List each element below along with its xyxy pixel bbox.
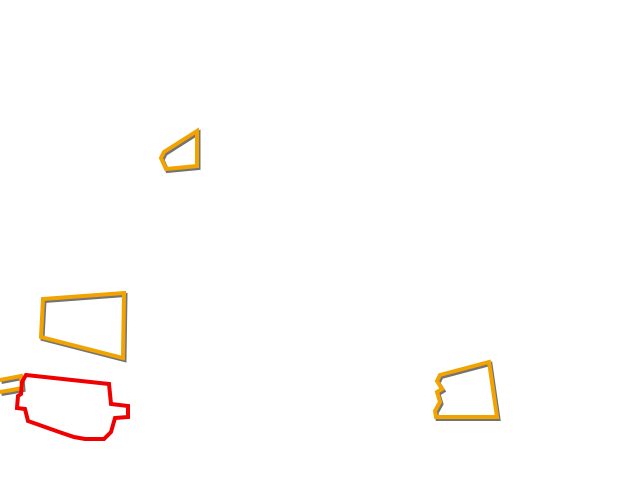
quad-outline-left xyxy=(38,290,127,361)
quad-outline-right xyxy=(432,359,500,419)
edge-sliver-shadow xyxy=(1,375,26,396)
small-wedge-outline xyxy=(158,127,199,172)
highlighted-polygon-outline xyxy=(14,372,130,441)
